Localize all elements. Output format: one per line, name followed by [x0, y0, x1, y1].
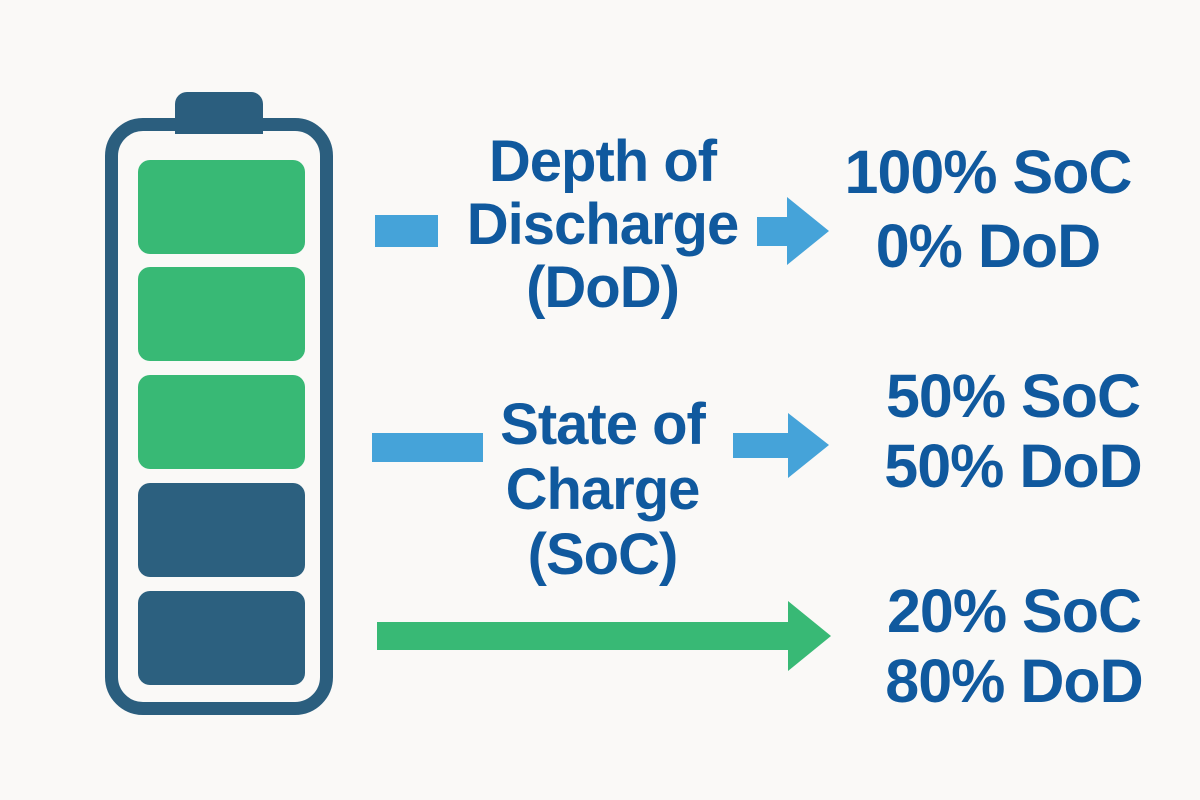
soc-label-line-1: State of [500, 392, 706, 457]
row2-values: 50% SoC 50% DoD [855, 361, 1171, 501]
row2-soc-value: 50% SoC [885, 362, 1141, 430]
battery-segment [138, 591, 305, 685]
right-arrow-icon [733, 413, 829, 478]
dod-label-line-2: Discharge [466, 192, 739, 257]
dod-label-line-1: Depth of [488, 129, 717, 194]
row3-values: 20% SoC 80% DoD [856, 576, 1172, 716]
right-arrow-icon [757, 197, 829, 265]
soc-label: State of Charge (SoC) [400, 392, 805, 587]
row2-dod-value: 50% DoD [884, 432, 1142, 500]
battery-segment [138, 267, 305, 361]
arrow-shaft [733, 433, 789, 458]
soc-label-line-2: Charge [505, 457, 701, 522]
battery-segment [138, 160, 305, 254]
row3-dod-value: 80% DoD [885, 647, 1143, 715]
blue-dash-icon [375, 215, 438, 247]
row1-dod-value: 0% DoD [875, 212, 1101, 280]
dod-label: Depth of Discharge (DoD) [400, 130, 805, 319]
green-right-arrow-icon [377, 601, 831, 671]
arrow-shaft [757, 217, 788, 246]
arrow-head [787, 197, 829, 265]
battery-body [105, 118, 333, 715]
arrow-shaft [377, 622, 789, 650]
dod-label-line-3: (DoD) [526, 255, 680, 320]
battery-segment [138, 375, 305, 469]
battery-segment [138, 483, 305, 577]
row3-soc-value: 20% SoC [886, 577, 1142, 645]
soc-label-line-3: (SoC) [527, 522, 679, 587]
row1-soc-value: 100% SoC [844, 138, 1133, 206]
arrow-head [788, 413, 829, 478]
row1-values: 100% SoC 0% DoD [830, 135, 1146, 283]
blue-dash-icon [372, 433, 483, 462]
arrow-head [788, 601, 831, 671]
